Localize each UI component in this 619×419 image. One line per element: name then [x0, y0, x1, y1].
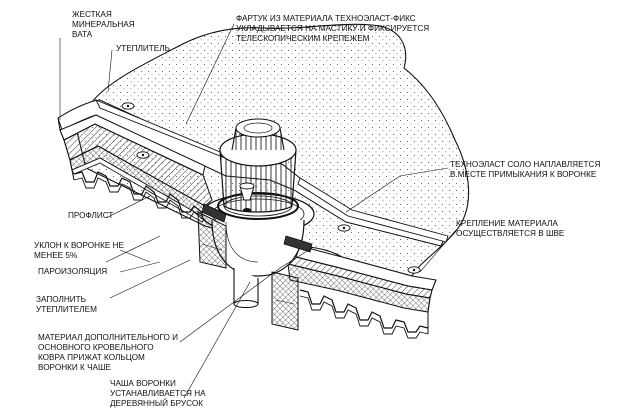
label-fastening: КРЕПЛЕНИЕ МАТЕРИАЛА ОСУЩЕСТВЛЯЕТСЯ В ШВЕ	[456, 219, 565, 238]
drain-funnel	[197, 118, 315, 331]
label-technoelast-solo: ТЕХНОЭЛАСТ СОЛО НАПЛАВЛЯЕТСЯ В МЕСТЕ ПРИ…	[450, 160, 603, 179]
label-insulation: УТЕПЛИТЕЛЬ	[116, 44, 170, 53]
label-vapor-barrier: ПАРОИЗОЛЯЦИЯ	[38, 267, 107, 276]
label-apron: ФАРТУК ИЗ МАТЕРИАЛА ТЕХНОЭЛАСТ-ФИКС УКЛА…	[236, 14, 432, 43]
label-bowl: ЧАША ВОРОНКИ УСТАНАВЛИВАЕТСЯ НА ДЕРЕВЯНН…	[110, 379, 208, 408]
label-fill-insulation: ЗАПОЛНИТЬ УТЕПЛИТЕЛЕМ	[36, 295, 97, 314]
leader-lines	[59, 23, 457, 399]
label-profiled-sheet: ПРОФЛИСТ	[68, 211, 113, 220]
label-material-pressed: МАТЕРИАЛ ДОПОЛНИТЕЛЬНОГО И ОСНОВНОГО КРО…	[38, 333, 180, 372]
left-layer-section	[57, 102, 213, 223]
right-layer-section	[287, 224, 437, 339]
label-slope: УКЛОН К ВОРОНКЕ НЕ МЕНЕЕ 5%	[34, 241, 126, 260]
label-mineral-wool: ЖЕСТКАЯ МИНЕРАЛЬНАЯ ВАТА	[72, 10, 137, 39]
